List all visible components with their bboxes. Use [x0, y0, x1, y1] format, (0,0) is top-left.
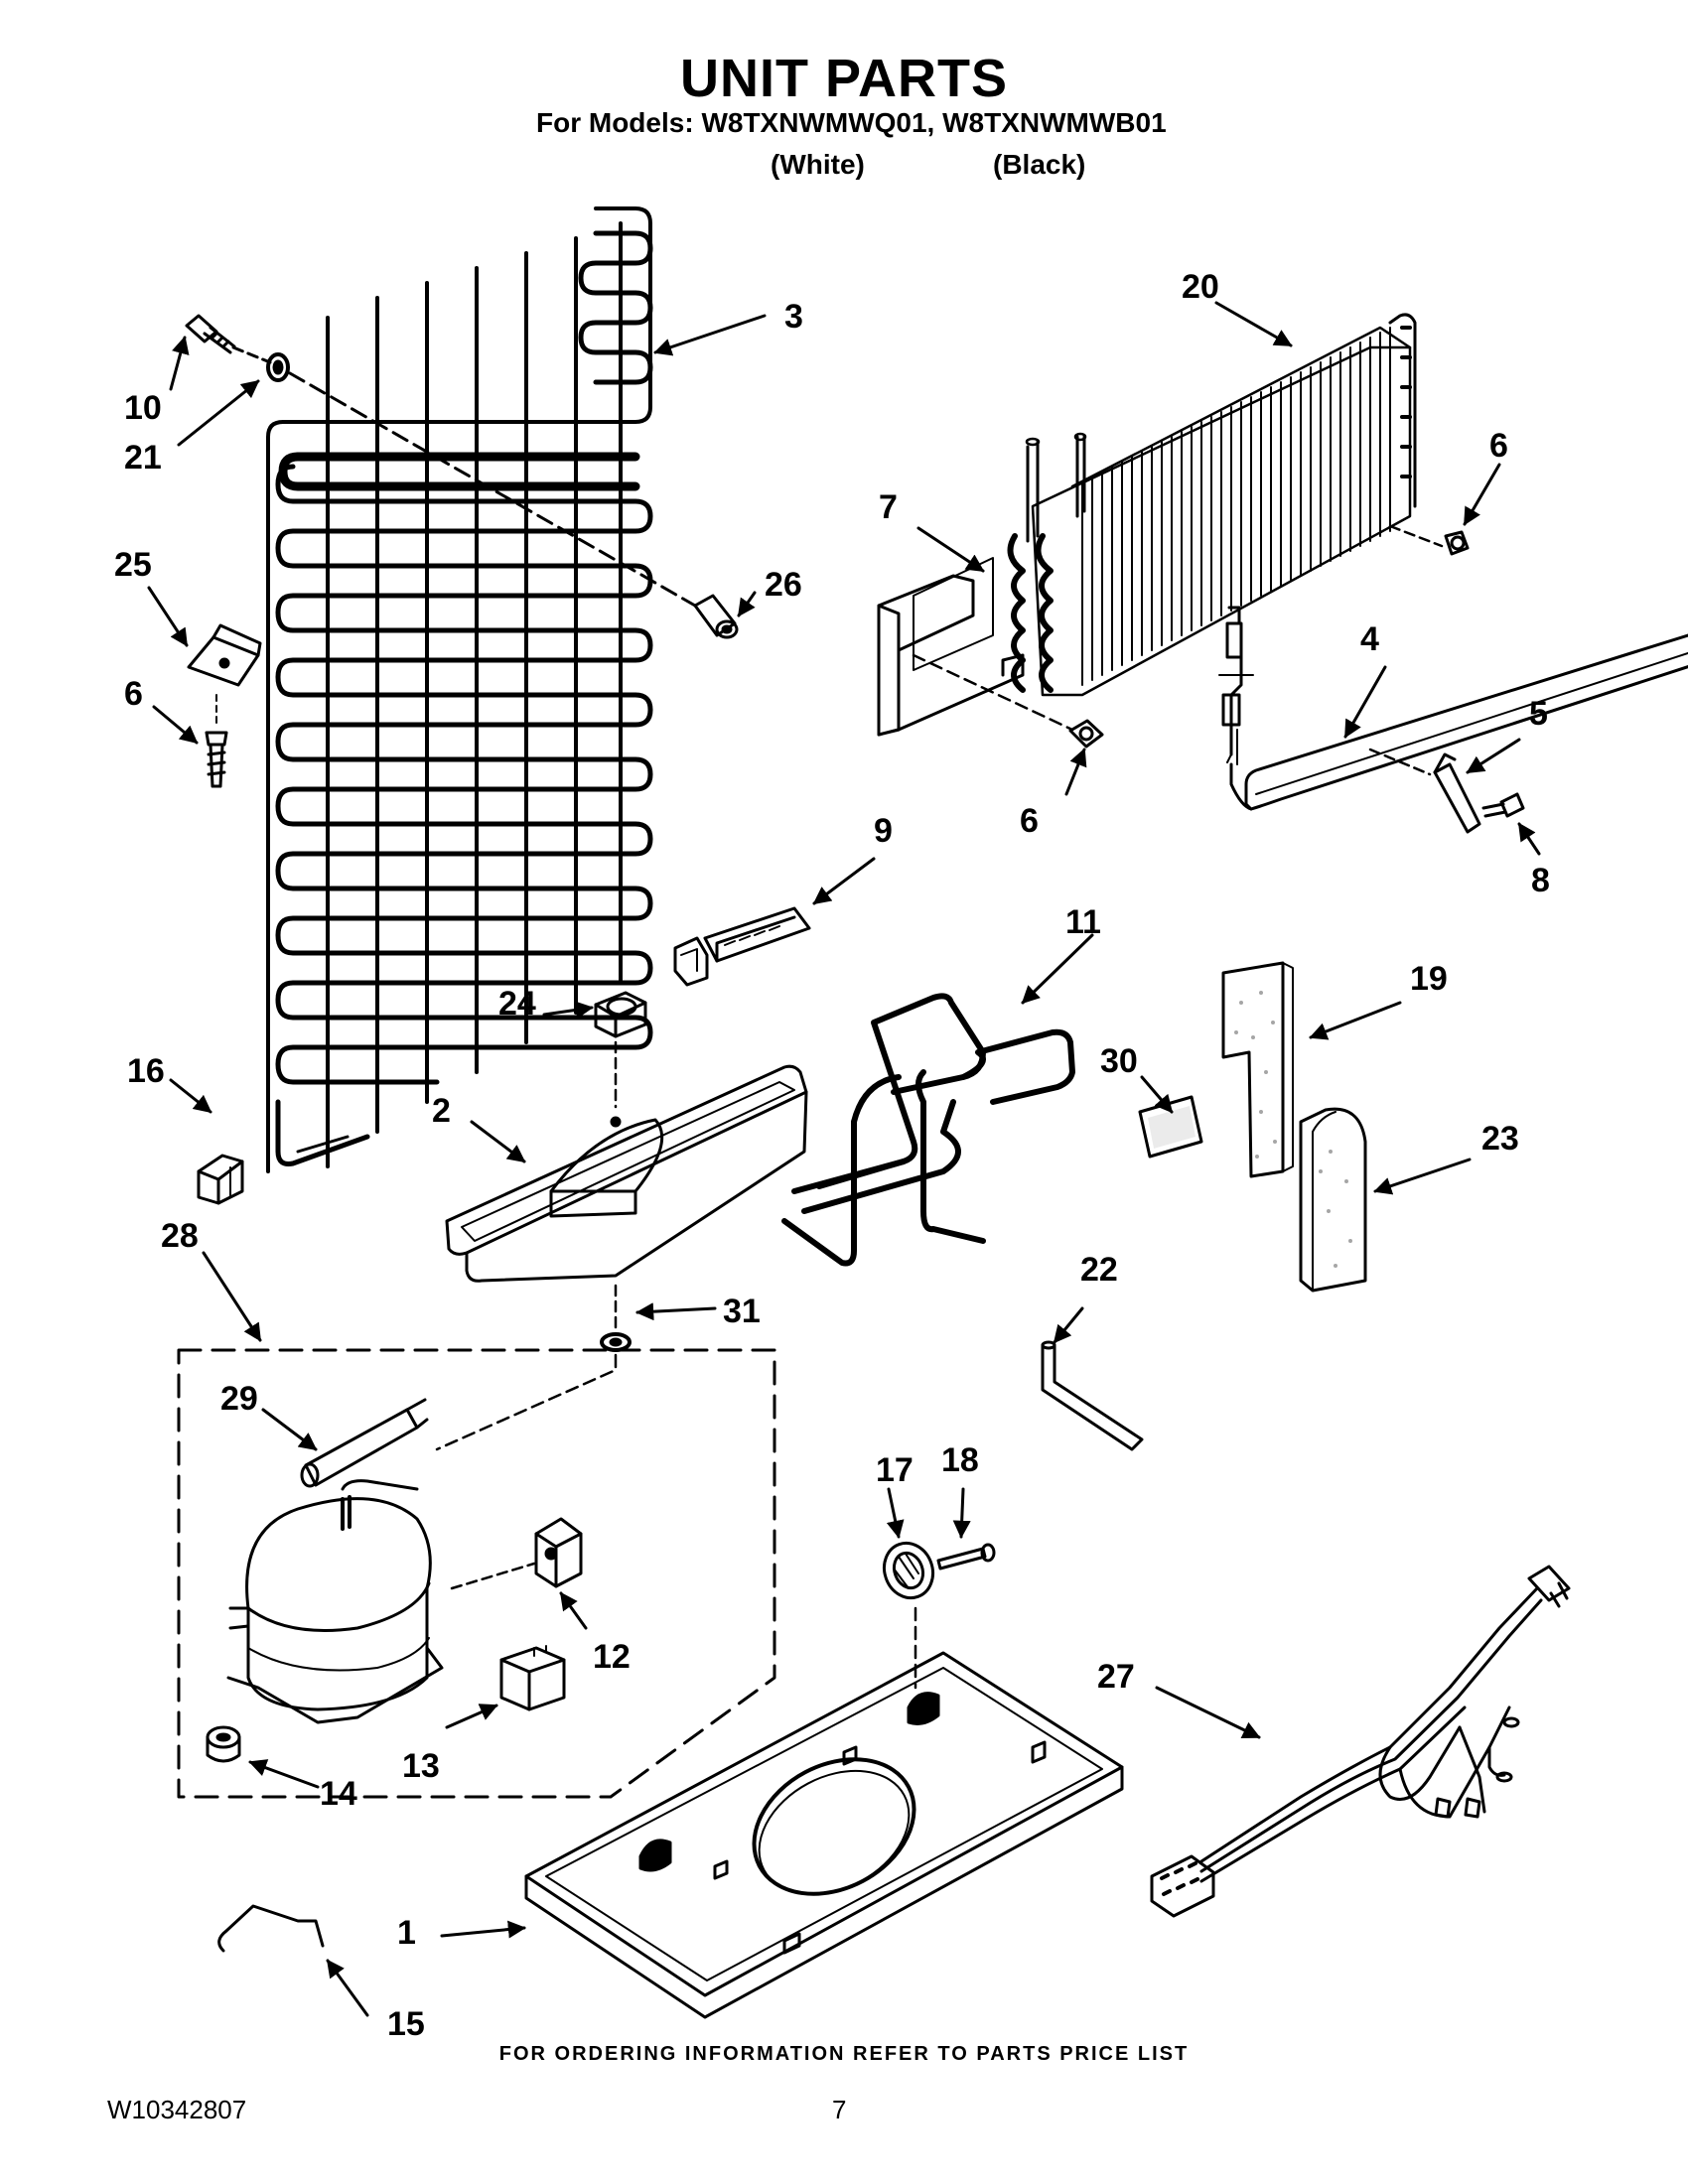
washer-21	[266, 352, 290, 382]
grommet-14	[206, 1725, 241, 1763]
callout-12: 12	[593, 1638, 631, 1676]
variant-black-label: (Black)	[993, 149, 1086, 180]
callout-30: 30	[1100, 1042, 1138, 1080]
callout-19: 19	[1410, 960, 1448, 998]
callout-7: 7	[879, 488, 898, 526]
callout-8: 8	[1531, 862, 1550, 899]
wire-harness-27	[1150, 1565, 1571, 1918]
leader-arrows	[147, 301, 1541, 2017]
screw-10	[185, 314, 236, 354]
hose-22	[1041, 1340, 1144, 1451]
callout-11: 11	[1065, 903, 1101, 941]
drain-pan-2	[445, 1064, 808, 1283]
callout-17: 17	[876, 1451, 914, 1489]
callout-2: 2	[432, 1092, 451, 1130]
compressor	[226, 1479, 444, 1724]
clip-16	[197, 1154, 244, 1205]
variant-white-label: (White)	[771, 149, 865, 180]
callout-14: 14	[320, 1775, 357, 1813]
clip-15	[217, 1904, 325, 1953]
callout-10: 10	[124, 389, 162, 427]
tubing-11	[781, 993, 1075, 1267]
spacer-26	[693, 594, 739, 639]
callout-16: 16	[127, 1052, 165, 1090]
screw-6-right	[1444, 530, 1470, 556]
callout-9: 9	[874, 812, 893, 850]
drier-29	[300, 1398, 429, 1488]
insulation-19	[1221, 961, 1294, 1178]
evaporator-20	[1007, 313, 1417, 697]
compressor-kit-box-28	[177, 1348, 776, 1799]
base-cover-1	[524, 1651, 1124, 2019]
screw-18	[936, 1543, 996, 1570]
callout-3: 3	[784, 298, 803, 336]
pad-30	[1138, 1095, 1203, 1159]
nut-24	[594, 991, 647, 1038]
callout-6-right: 6	[1489, 427, 1508, 465]
document-number: W10342807	[107, 2095, 247, 2124]
page-number: 7	[832, 2095, 847, 2124]
defrost-heater-4	[1218, 606, 1688, 811]
thermostat-17	[882, 1541, 935, 1600]
callout-15: 15	[387, 2005, 425, 2043]
screw-8	[1481, 792, 1525, 818]
page-title: UNIT PARTS	[680, 49, 1008, 108]
washer-31	[600, 1332, 632, 1352]
callout-5: 5	[1529, 695, 1548, 733]
condenser-coil	[266, 206, 653, 1173]
callout-22: 22	[1080, 1251, 1118, 1289]
callout-28: 28	[161, 1217, 199, 1255]
wire-tie-9	[673, 906, 811, 987]
relay-12	[534, 1517, 583, 1588]
callout-18: 18	[941, 1441, 979, 1479]
models-line: For Models: W8TXNWMWQ01, W8TXNWMWB01	[536, 107, 1167, 138]
callout-31: 31	[723, 1293, 761, 1330]
clip-25	[187, 623, 262, 687]
callout-25: 25	[114, 546, 152, 584]
capacitor-13	[499, 1645, 566, 1711]
screw-6-middle	[1068, 719, 1104, 749]
callout-numbers: 1 2 3 4 5 6 6 6 7 8 9 10 11 12 13 14 15 …	[114, 268, 1550, 2043]
callout-4: 4	[1360, 620, 1379, 658]
callout-1: 1	[397, 1914, 416, 1952]
callout-21: 21	[124, 439, 162, 477]
clip-5	[1433, 752, 1481, 834]
callout-20: 20	[1182, 268, 1219, 306]
callout-6-left: 6	[124, 675, 143, 713]
ordering-note: FOR ORDERING INFORMATION REFER TO PARTS …	[498, 2043, 1190, 2065]
callout-29: 29	[220, 1380, 258, 1418]
screw-6-left	[205, 731, 228, 788]
bracket-7	[877, 557, 1025, 737]
callout-23: 23	[1481, 1120, 1519, 1158]
callout-26: 26	[765, 566, 802, 604]
callout-6-middle: 6	[1020, 802, 1039, 840]
callout-27: 27	[1097, 1658, 1135, 1696]
callout-13: 13	[402, 1747, 440, 1785]
insulation-23	[1299, 1107, 1367, 1293]
callout-24: 24	[498, 985, 536, 1023]
